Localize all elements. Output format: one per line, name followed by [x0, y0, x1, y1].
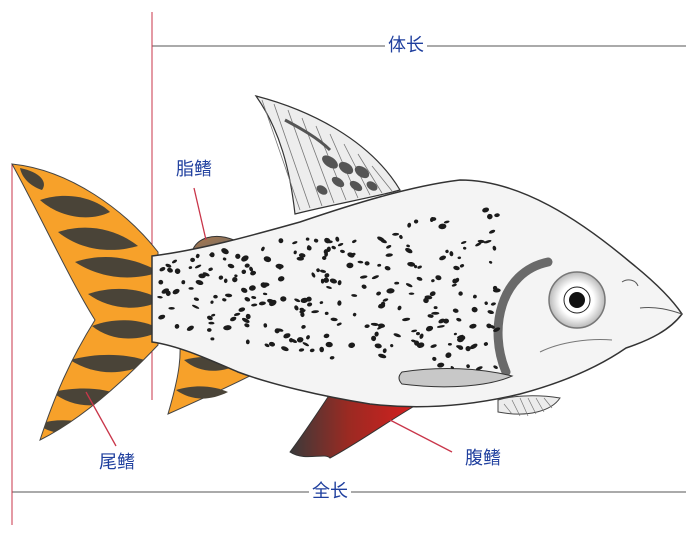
caudal-leader-line [86, 392, 116, 446]
body-length-label: 体长 [385, 35, 427, 57]
pelvic-fin-label: 腹鳍 [462, 448, 504, 470]
adipose-leader-line [194, 188, 206, 240]
pelvic-leader-line [390, 420, 452, 452]
caudal-fin-label: 尾鳍 [96, 452, 138, 474]
adipose-fin-label: 脂鳍 [173, 159, 215, 181]
total-length-label: 全长 [309, 481, 351, 503]
